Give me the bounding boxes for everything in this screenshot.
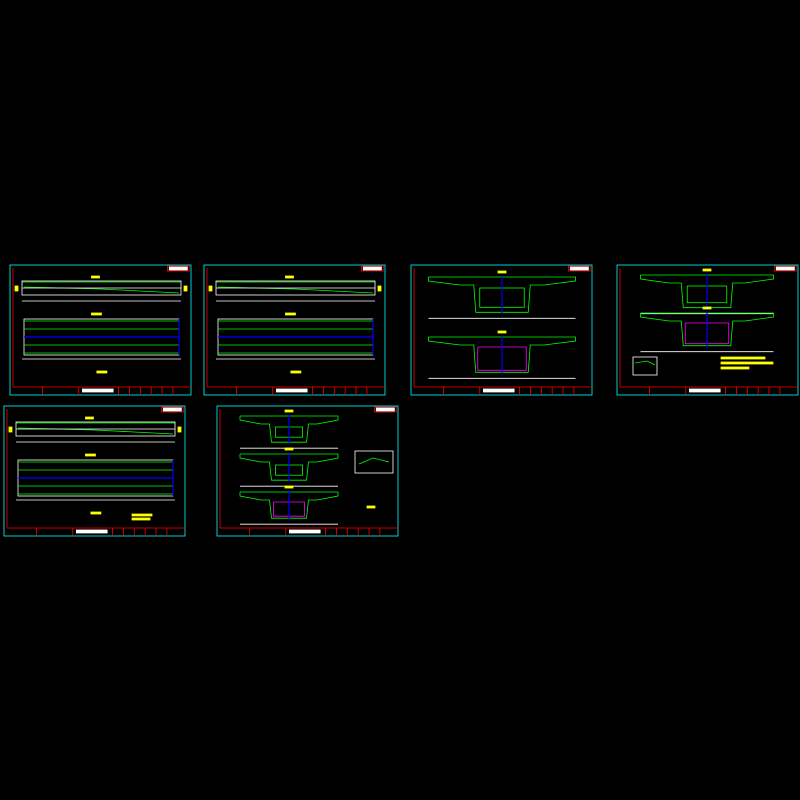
detail-profile xyxy=(634,360,656,366)
drawing-sheet-1 xyxy=(9,264,192,396)
sheet-number-text xyxy=(362,266,382,271)
sheet-number-box xyxy=(167,265,190,272)
view-label xyxy=(497,270,507,274)
note-text xyxy=(720,366,750,370)
view-label xyxy=(85,453,96,457)
box-girder-outline xyxy=(239,453,339,481)
sheet-number-text xyxy=(162,407,182,412)
sheet-number-text xyxy=(168,266,188,271)
detail-box xyxy=(632,356,658,376)
sheet-number-box xyxy=(774,265,797,272)
sheet-number-text xyxy=(375,407,395,412)
prestress-zone xyxy=(273,501,305,517)
prestress-zone xyxy=(684,322,730,345)
detail-profile xyxy=(358,457,390,465)
view-label xyxy=(91,312,102,316)
view-label xyxy=(91,275,100,279)
view-label xyxy=(85,416,94,420)
view-label xyxy=(290,370,302,374)
view-label xyxy=(497,330,507,334)
section-mark xyxy=(8,426,13,433)
drawing-sheet-2 xyxy=(203,264,386,396)
sheet-number-text xyxy=(775,266,795,271)
view-label xyxy=(90,511,102,515)
title-text-block xyxy=(275,388,308,393)
drawing-sheet-4 xyxy=(616,264,799,396)
section-mark xyxy=(14,285,19,292)
detail-box xyxy=(354,450,394,474)
drawing-sheet-6 xyxy=(216,405,399,537)
box-girder-outline xyxy=(640,312,774,347)
box-girder-outline xyxy=(428,276,576,313)
title-text-block xyxy=(82,388,114,393)
section-mark xyxy=(183,285,188,292)
beam-outline xyxy=(215,280,376,296)
view-label xyxy=(285,312,296,316)
section-mark xyxy=(177,426,182,433)
sheet-number-box xyxy=(374,406,397,413)
view-label xyxy=(702,268,712,272)
box-girder-outline xyxy=(640,274,774,309)
sheet-border xyxy=(203,264,386,396)
sheet-number-box xyxy=(568,265,591,272)
view-label xyxy=(702,306,712,310)
note-text xyxy=(720,361,774,365)
sheet-border xyxy=(616,264,799,396)
title-text-block xyxy=(288,529,321,534)
drawing-sheet-5 xyxy=(3,405,186,537)
sheet-number-box xyxy=(361,265,384,272)
sheet-border xyxy=(216,405,399,537)
title-text-block xyxy=(689,388,721,393)
box-girder-outline xyxy=(239,415,339,443)
sheet-number-text xyxy=(569,266,589,271)
note-text xyxy=(366,505,376,509)
sheet-border xyxy=(9,264,192,396)
view-label xyxy=(284,447,294,451)
note-text xyxy=(720,356,766,360)
prestress-zone xyxy=(477,346,527,371)
section-mark xyxy=(208,285,213,292)
note-text xyxy=(131,517,151,521)
view-label xyxy=(96,370,108,374)
section-mark xyxy=(377,285,382,292)
title-text-block xyxy=(76,529,108,534)
view-label xyxy=(284,485,294,489)
view-label xyxy=(284,409,294,413)
beam-outline xyxy=(15,421,176,437)
view-label xyxy=(285,275,294,279)
title-text-block xyxy=(482,388,515,393)
sheet-number-box xyxy=(161,406,184,413)
note-text xyxy=(131,513,153,517)
sheet-border xyxy=(410,264,593,396)
box-girder-outline xyxy=(239,491,339,519)
sheet-border xyxy=(3,405,186,537)
box-girder-outline xyxy=(428,336,576,373)
drawing-sheet-3 xyxy=(410,264,593,396)
beam-outline xyxy=(21,280,182,296)
